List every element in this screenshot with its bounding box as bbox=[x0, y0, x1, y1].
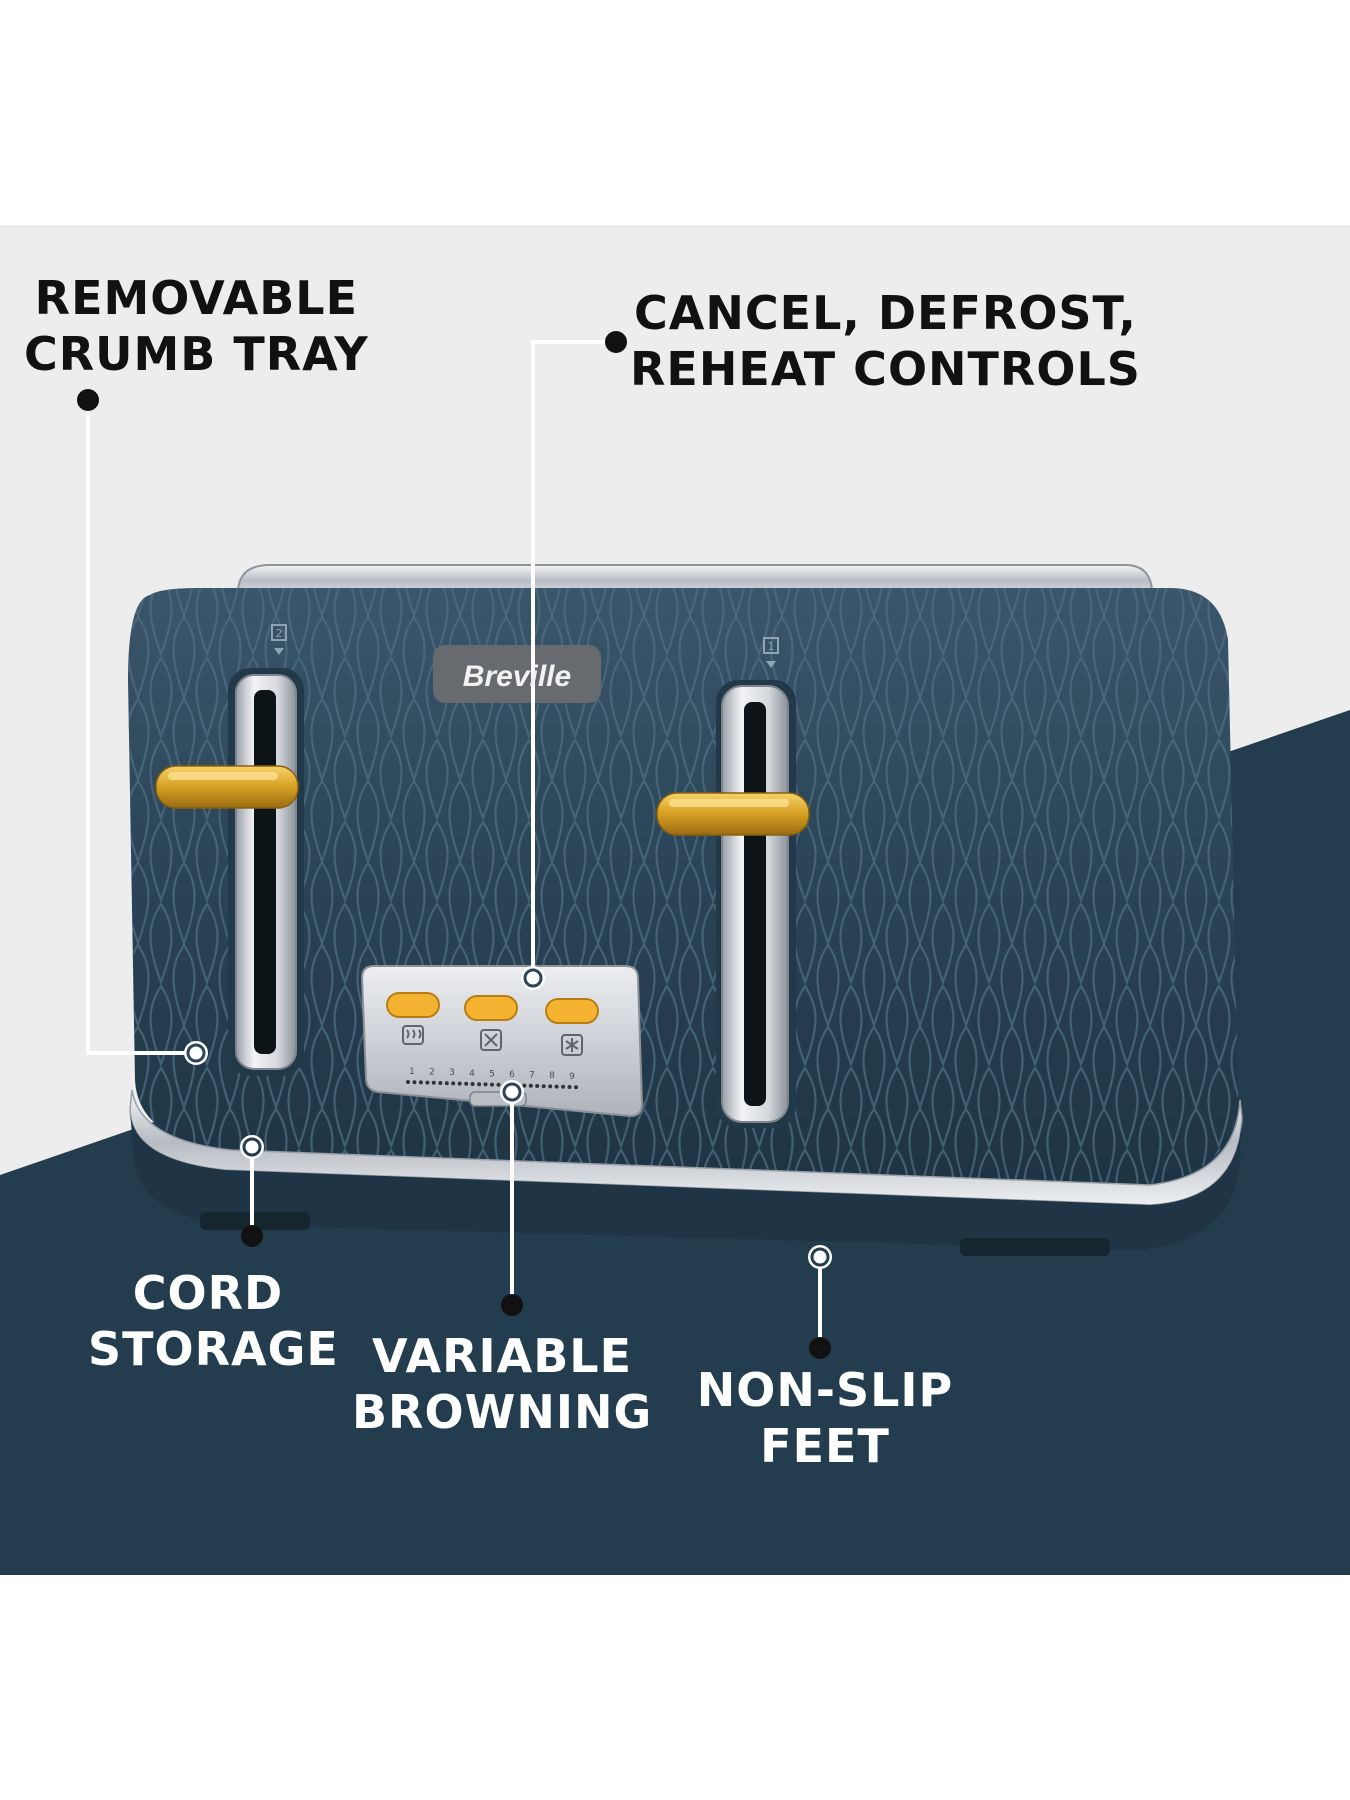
control-panel bbox=[360, 965, 644, 1118]
brand-logo bbox=[433, 645, 601, 703]
browning-scale-dot bbox=[574, 1085, 578, 1090]
browning-scale-dot bbox=[457, 1081, 462, 1086]
browning-scale-dot bbox=[418, 1080, 423, 1085]
browning-dot bbox=[501, 1294, 523, 1316]
browning-scale-label: 4 bbox=[469, 1069, 475, 1079]
callout-variable-browning-line-1: VARIABLE bbox=[371, 1329, 632, 1383]
browning-scale-dot bbox=[438, 1081, 443, 1085]
controls-dot bbox=[605, 331, 627, 353]
feet-dot bbox=[809, 1337, 831, 1359]
right-slot-indicator-icon bbox=[763, 637, 779, 668]
reheat-icon bbox=[402, 1025, 424, 1045]
browning-scale-dot bbox=[444, 1081, 449, 1086]
callout-controls-line-1: CANCEL, DEFROST, bbox=[634, 286, 1137, 340]
foot-right bbox=[960, 1238, 1110, 1256]
browning-scale-label: 6 bbox=[509, 1070, 515, 1080]
browning-scale-dot bbox=[451, 1081, 456, 1086]
callout-cord-storage-line-1: CORD bbox=[132, 1266, 284, 1320]
crumb-tray-leader bbox=[86, 400, 196, 1055]
browning-scale-dot bbox=[554, 1084, 559, 1089]
browning-scale-dot bbox=[412, 1080, 417, 1085]
browning-scale-dot bbox=[535, 1084, 540, 1088]
callout-dots bbox=[77, 331, 832, 1359]
callout-non-slip-feet-line-1: NON-SLIP bbox=[696, 1363, 954, 1417]
cord-storage-dot bbox=[241, 1225, 263, 1247]
callout-controls: CANCEL, DEFROST, REHEAT CONTROLS bbox=[630, 285, 1141, 397]
browning-scale-dot bbox=[477, 1082, 482, 1087]
callout-crumb-tray-line-1: REMOVABLE bbox=[34, 271, 359, 325]
callout-cord-storage-line-2: STORAGE bbox=[88, 1322, 339, 1376]
callout-crumb-tray-line-2: CRUMB TRAY bbox=[24, 327, 369, 381]
left-slot-indicator-icon bbox=[271, 624, 287, 655]
left-slot bbox=[228, 668, 304, 1076]
browning-scale-dot bbox=[541, 1084, 546, 1089]
callout-controls-line-2: REHEAT CONTROLS bbox=[630, 342, 1141, 396]
browning-scale-label: 3 bbox=[449, 1068, 455, 1078]
browning-scale-label: 2 bbox=[429, 1068, 435, 1078]
crumb-tray-dot bbox=[77, 389, 99, 411]
browning-scale-label: 7 bbox=[529, 1071, 535, 1081]
browning-scale-dot bbox=[425, 1080, 430, 1085]
browning-scale-dot bbox=[496, 1082, 501, 1087]
toaster bbox=[128, 564, 1243, 1256]
browning-scale-label: 8 bbox=[549, 1071, 555, 1081]
defrost-button[interactable] bbox=[545, 998, 599, 1024]
browning-scale-label: 5 bbox=[489, 1069, 495, 1079]
callout-non-slip-feet-line-2: FEET bbox=[760, 1419, 890, 1473]
reheat-button[interactable] bbox=[386, 992, 440, 1018]
browning-scale-dot bbox=[561, 1084, 566, 1089]
callout-variable-browning: VARIABLE BROWNING bbox=[352, 1328, 652, 1440]
left-slot-number: 2 bbox=[276, 627, 283, 640]
right-slot-number: 1 bbox=[768, 640, 775, 653]
browning-scale-dot bbox=[522, 1083, 527, 1088]
callout-cord-storage: CORD STORAGE bbox=[88, 1265, 339, 1377]
browning-scale-numbers: 1 2 3 4 5 6 7 8 9 bbox=[409, 1067, 575, 1082]
browning-scale-label: 1 bbox=[409, 1067, 415, 1077]
callout-non-slip-feet: NON-SLIP FEET bbox=[690, 1362, 960, 1474]
brand-logo-text: Breville bbox=[463, 660, 571, 693]
browning-scale-dot bbox=[567, 1085, 572, 1089]
right-lever[interactable] bbox=[656, 792, 810, 836]
cancel-button[interactable] bbox=[464, 995, 518, 1021]
browning-scale-dot bbox=[431, 1080, 436, 1085]
browning-scale-dot bbox=[406, 1080, 410, 1084]
browning-scale-dot bbox=[483, 1082, 488, 1087]
callout-lines bbox=[86, 340, 822, 1348]
right-slot bbox=[716, 680, 796, 1128]
browning-scale-dot bbox=[528, 1083, 533, 1088]
left-lever[interactable] bbox=[155, 765, 299, 809]
defrost-icon bbox=[561, 1034, 583, 1056]
browning-scale-dot bbox=[490, 1082, 494, 1087]
browning-scale-label: 9 bbox=[569, 1072, 575, 1082]
callout-variable-browning-line-2: BROWNING bbox=[352, 1385, 653, 1439]
foot-left bbox=[200, 1212, 310, 1230]
browning-scale-dot bbox=[464, 1081, 469, 1086]
cancel-icon bbox=[480, 1029, 502, 1051]
browning-scale-dot bbox=[470, 1082, 475, 1086]
controls-leader bbox=[531, 340, 616, 978]
callout-crumb-tray: REMOVABLE CRUMB TRAY bbox=[24, 270, 369, 382]
browning-scale-dot bbox=[548, 1084, 553, 1089]
